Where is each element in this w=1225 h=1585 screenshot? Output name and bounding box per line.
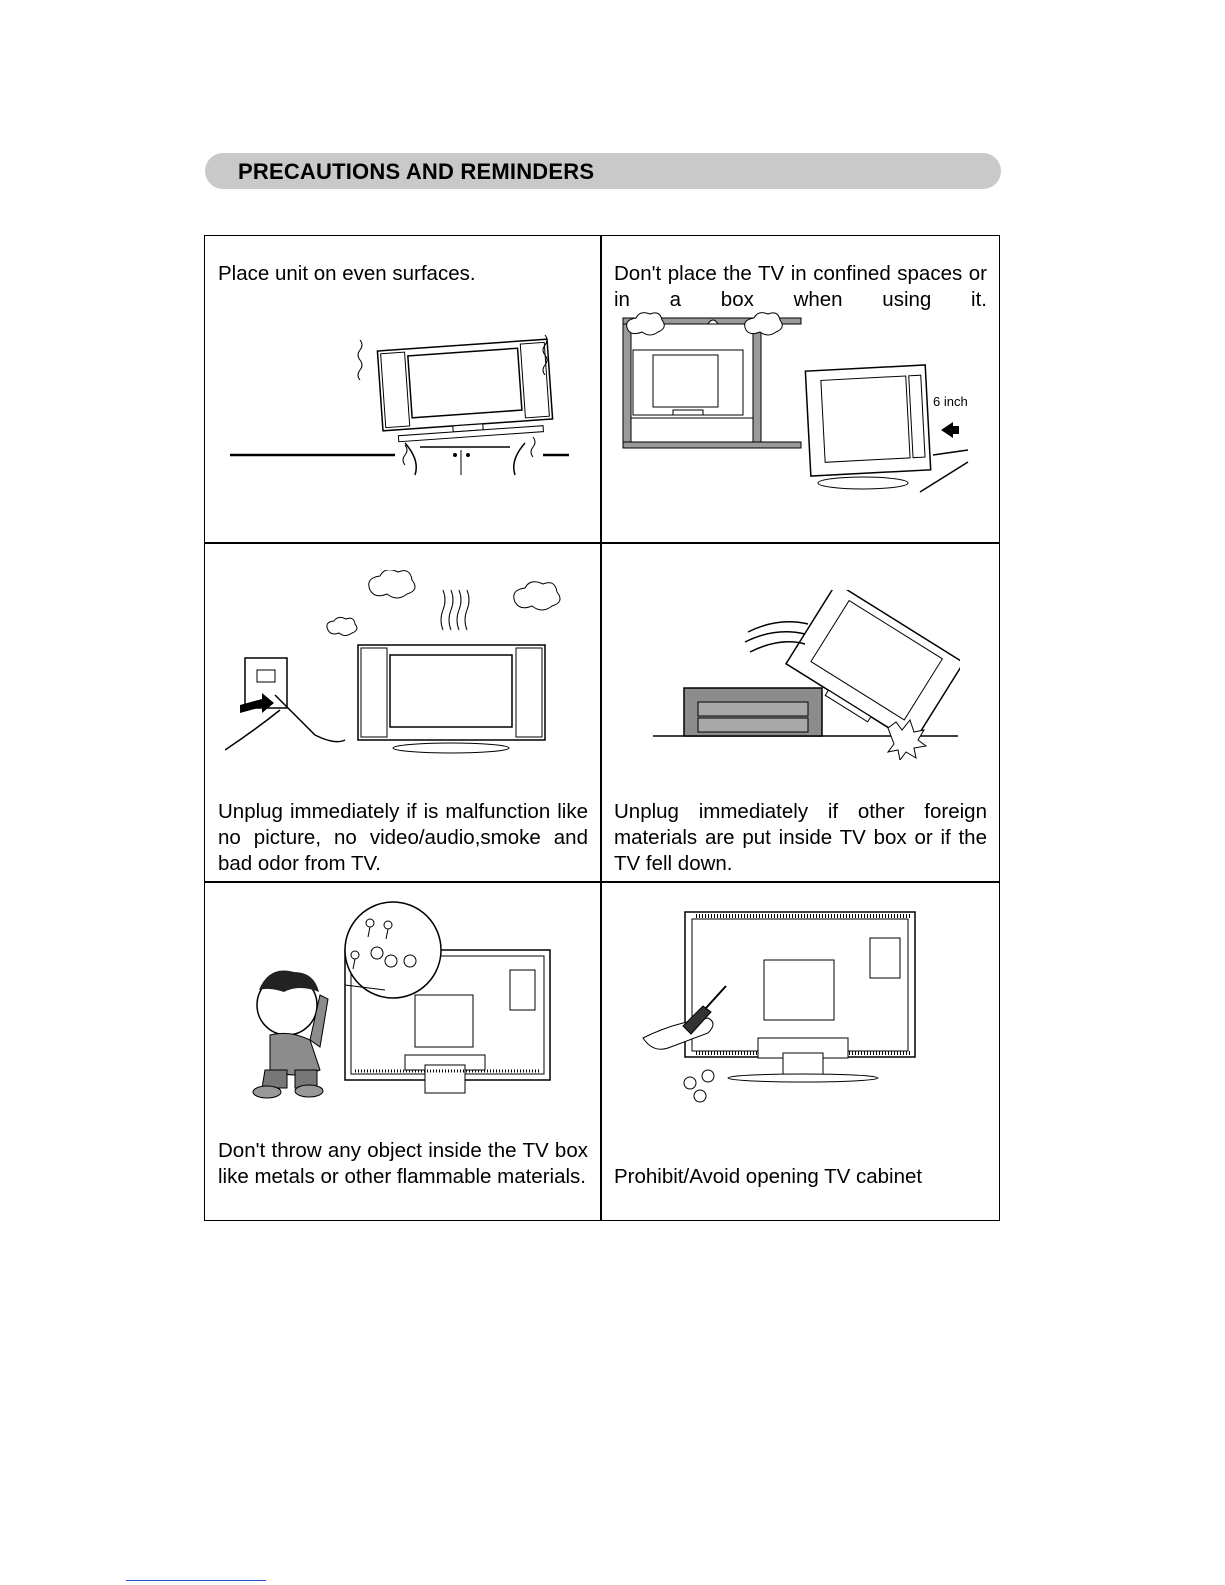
tv-in-cabinet-illustration: 6 inch bbox=[622, 312, 969, 493]
clearance-label: 6 inch bbox=[933, 394, 968, 409]
child-throwing-objects-illustration bbox=[252, 901, 551, 1099]
unplug-smoking-tv-illustration bbox=[225, 570, 561, 754]
footer-rule bbox=[126, 1580, 266, 1581]
column-divider bbox=[600, 235, 602, 1221]
section-title: PRECAUTIONS AND REMINDERS bbox=[238, 159, 595, 184]
cell-5-text: Don't throw any object inside the TV box… bbox=[218, 1139, 588, 1188]
cell-3-text: Unplug immediately if is malfunction lik… bbox=[218, 800, 588, 875]
cell-1-text: Place unit on even surfaces. bbox=[218, 262, 476, 285]
screwdriver-opening-cabinet-illustration bbox=[642, 911, 916, 1103]
cell-6-text: Prohibit/Avoid opening TV cabinet bbox=[614, 1165, 923, 1188]
tilted-tv-on-uneven-stand-illustration bbox=[230, 334, 569, 476]
row-divider bbox=[204, 881, 1000, 883]
row-divider bbox=[204, 542, 1000, 544]
falling-tv-illustration bbox=[653, 590, 960, 760]
cell-2-text: Don't place the TV in confined spaces or… bbox=[614, 262, 987, 311]
cell-4-text: Unplug immediately if other foreign mate… bbox=[614, 800, 987, 875]
section-title-banner: PRECAUTIONS AND REMINDERS bbox=[205, 153, 1001, 189]
precautions-table bbox=[204, 235, 1000, 1221]
